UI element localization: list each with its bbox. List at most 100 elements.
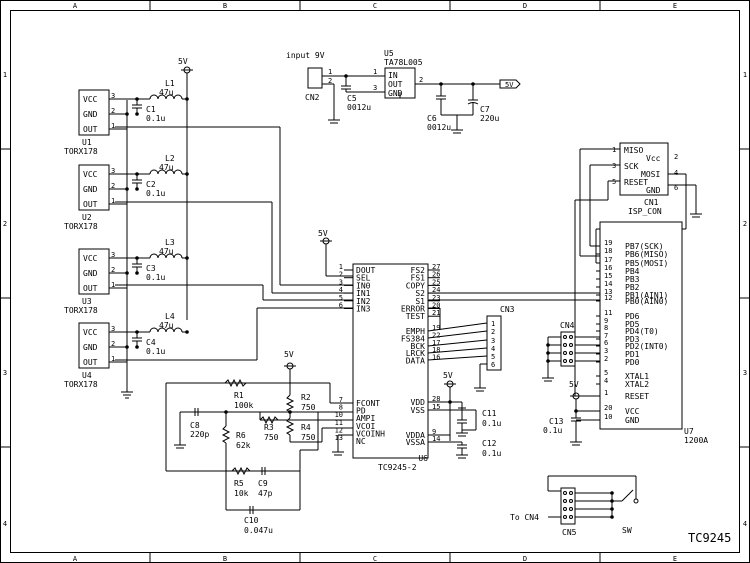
u6-pin-name: VCOI [356, 422, 375, 431]
cn1-pin-num: 1 [612, 146, 616, 154]
u7-pin-num: 15 [604, 272, 612, 280]
c13-value: 0.1u [543, 426, 562, 435]
sensor-ref: U2 [82, 213, 92, 222]
r3-value: 750 [264, 433, 279, 442]
inductor-ref: L1 [165, 79, 175, 88]
u7-pin-num: 6 [604, 339, 608, 347]
u6-pin-num: 5 [339, 294, 343, 302]
cn4-connector [560, 331, 576, 367]
sensor-pin-name: OUT [83, 200, 98, 209]
sensor-pin-num: 1 [111, 122, 115, 130]
row-label: 4 [3, 520, 7, 528]
u7-pin-num: 7 [604, 332, 608, 340]
u6-pin-name: IN0 [356, 281, 371, 290]
u6-pin-num: 7 [339, 396, 343, 404]
u6-pin-num: 18 [432, 346, 440, 354]
c7-ref: C7 [480, 105, 490, 114]
cn3-pin: 2 [491, 328, 495, 336]
u6-pin-num: 15 [432, 403, 440, 411]
sensor-pin-num: 3 [111, 325, 115, 333]
sensor-pin-num: 1 [111, 197, 115, 205]
cn2-connector [307, 67, 323, 89]
u6-u7-wiring [428, 292, 600, 301]
drawing-title: TC9245 [688, 531, 731, 545]
u6-pin-num: 3 [339, 278, 343, 286]
cn1-pin-name: SCK [624, 162, 639, 171]
u7-pin-num: 11 [604, 309, 612, 317]
cn1-connector [619, 142, 669, 196]
u6-pin-name: FS2 [411, 266, 426, 275]
cn3-section: CN3 1 2 3 4 5 6 [427, 305, 515, 392]
u7-pin-num: 8 [604, 324, 608, 332]
cap-value: 0.1u [146, 273, 165, 282]
u6-pin-num: 28 [432, 395, 440, 403]
sensor-ref: U4 [82, 371, 92, 380]
u6-pin-num: 16 [432, 354, 440, 362]
u7-pin-name: PB2 [625, 283, 640, 292]
row-label: 3 [3, 369, 7, 377]
cn1-pin-num: 5 [612, 178, 616, 186]
u7-pin-num: 13 [604, 288, 612, 296]
cn1-part: ISP_CON [628, 207, 662, 216]
cn3-pin: 4 [491, 345, 495, 353]
u6-pin-num: 20 [432, 302, 440, 310]
inductor-ref: L2 [165, 154, 175, 163]
sensor-part: TORX178 [64, 147, 98, 156]
cap-ref: C4 [146, 338, 156, 347]
r3-ref: R3 [264, 423, 274, 432]
sensor-pin-num: 1 [111, 355, 115, 363]
u6-pin-name: BCK [411, 342, 426, 351]
row-label: 1 [3, 71, 7, 79]
r2-value: 750 [301, 403, 316, 412]
inductor-value: 47u [159, 247, 174, 256]
inductor-ref: L3 [165, 238, 175, 247]
u7-pin-name: XTAL2 [625, 380, 649, 389]
cn5-connector [560, 487, 576, 525]
u6-pin-num: 12 [335, 426, 343, 434]
u6-pin-name: FS384 [401, 334, 425, 343]
cap-value: 0.1u [146, 114, 165, 123]
sensor-pin-num: 3 [111, 167, 115, 175]
cn1-pin-num: 2 [674, 153, 678, 161]
u6-pin-name: S2 [415, 289, 425, 298]
row-label: 2 [3, 220, 7, 228]
c10-ref: C9 [258, 479, 268, 488]
u6-part: TC9245-2 [378, 463, 417, 472]
u7-pin-num: 16 [604, 264, 612, 272]
u6-pin-num: 6 [339, 302, 343, 310]
regulator-section: input 9V 1 2 CN2 C5 0012u IN OUT GND 1 2… [286, 49, 521, 134]
cn2-ref: CN2 [305, 93, 320, 102]
sensor-part: TORX178 [64, 380, 98, 389]
u7-pin-num: 14 [604, 280, 612, 288]
inductor-l4 [149, 327, 183, 333]
col-label: C [373, 555, 377, 563]
u6-section: 5V U6 TC9245-2 [318, 229, 429, 472]
u6-pin-num: 19 [432, 324, 440, 332]
r1-value: 100k [234, 401, 253, 410]
u7-pin-name: PB0(AIN0) [625, 297, 668, 306]
cn3-connector [486, 315, 502, 371]
u6-pin-name: VSSA [406, 438, 425, 447]
to-cn4-label: To CN4 [510, 513, 539, 522]
col-label: D [523, 2, 527, 10]
u7-pin-name: PD6 [625, 312, 640, 321]
col-label: D [523, 555, 527, 563]
u7-pin-num: 1 [604, 389, 608, 397]
col-label: E [673, 2, 677, 10]
cn3-pin: 1 [491, 320, 495, 328]
sensor-pin-name: OUT [83, 284, 98, 293]
u6-pin-num: 21 [432, 309, 440, 317]
u6-pin-name: VDDA [406, 431, 425, 440]
loop-filter-section: 5V R1 100k R2 750 C8 220p R6 62k R3 750 … [165, 350, 353, 535]
u5-part: TA78L005 [384, 58, 423, 67]
c8-value: 220p [190, 430, 209, 439]
u6-pin-num: 2 [339, 271, 343, 279]
u6-power-wiring: 5V C11 0.1u C12 0.1u [428, 371, 501, 459]
sensor-body [78, 164, 110, 211]
u6-pin-num: 22 [432, 331, 440, 339]
sensor-pin-num: 2 [111, 340, 115, 348]
sensor-pin-name: VCC [83, 254, 98, 263]
u7-pin-name: PB5(MOSI) [625, 259, 668, 268]
